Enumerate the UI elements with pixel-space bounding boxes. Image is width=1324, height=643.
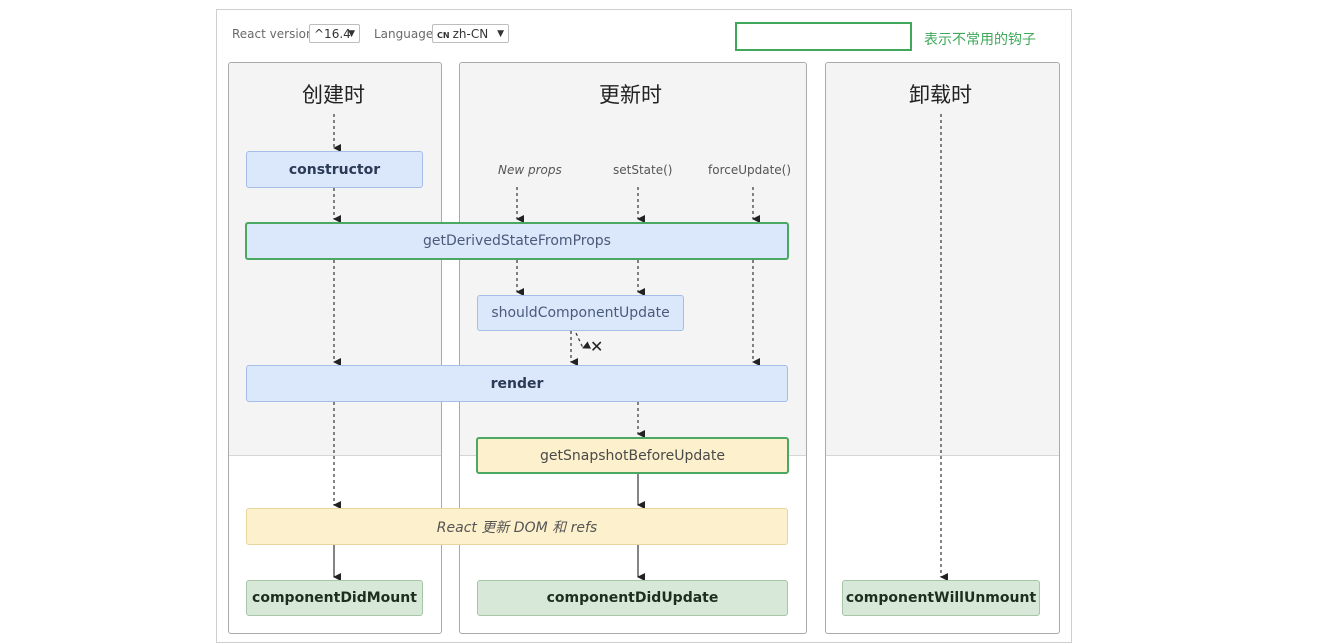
method-get-snapshot-before-update[interactable]: getSnapshotBeforeUpdate <box>476 437 789 474</box>
method-component-did-update[interactable]: componentDidUpdate <box>477 580 788 616</box>
trigger-new-props: New props <box>498 163 562 177</box>
method-component-will-unmount[interactable]: componentWillUnmount <box>842 580 1040 616</box>
legend-text: 表示不常用的钩子 <box>924 32 1036 48</box>
trigger-set-state: setState() <box>613 163 673 177</box>
language-value: zh-CN <box>452 27 489 41</box>
react-version-label: React version <box>232 27 314 41</box>
method-render[interactable]: render <box>246 365 788 402</box>
method-component-did-mount[interactable]: componentDidMount <box>246 580 423 616</box>
react-version-value: ^16.4 <box>314 27 351 41</box>
method-constructor[interactable]: constructor <box>246 151 423 188</box>
legend-swatch <box>735 22 912 51</box>
dropdown-arrow-icon: ▼ <box>348 29 355 39</box>
method-get-derived-state-from-props[interactable]: getDerivedStateFromProps <box>245 222 789 260</box>
trigger-force-update: forceUpdate() <box>708 163 792 177</box>
method-should-component-update[interactable]: shouldComponentUpdate <box>477 295 684 331</box>
dropdown-arrow-icon: ▼ <box>497 29 504 39</box>
language-label: Language <box>374 27 434 41</box>
column-title-update: 更新时 <box>599 83 662 107</box>
column-unmount <box>825 62 1060 634</box>
column-unmount-background <box>826 63 1059 456</box>
react-version-select[interactable]: ^16.4 ▼ <box>309 24 360 43</box>
column-title-unmount: 卸载时 <box>909 83 972 107</box>
cancel-icon: ✕ <box>590 337 604 356</box>
arrow-scu-cancel <box>575 332 592 349</box>
react-update-dom-step: React 更新 DOM 和 refs <box>246 508 788 545</box>
flag-icon: CN <box>437 31 450 40</box>
column-title-mount: 创建时 <box>302 83 365 107</box>
